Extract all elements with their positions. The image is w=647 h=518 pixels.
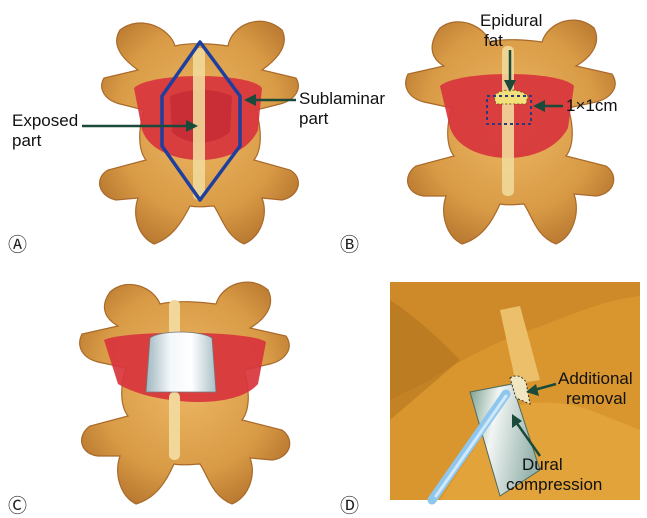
additional-label-line1: Additional — [558, 369, 633, 388]
sublaminar-label-line1: Sublaminar — [299, 89, 385, 108]
panel-d: Additional removal Dural compression Ⓓ — [340, 282, 640, 517]
dural-label-line2: compression — [506, 475, 602, 494]
sublaminar-label-line2: part — [299, 109, 329, 128]
panel-c: Ⓒ — [8, 282, 290, 517]
panel-d-marker: Ⓓ — [340, 495, 359, 517]
panel-a-marker: Ⓐ — [8, 234, 27, 256]
panel-c-marker: Ⓒ — [8, 495, 27, 517]
spinous-ligament-b — [502, 46, 514, 196]
spinous-ligament-a — [193, 48, 205, 200]
epidural-label-line1: Epidural — [480, 11, 542, 30]
panel-b: Epidural fat 1×1cm Ⓑ — [340, 11, 618, 256]
panel-a: Exposed part Sublaminar part Ⓐ — [8, 21, 385, 256]
epidural-label-line2: fat — [484, 31, 503, 50]
exposed-label-line2: part — [12, 131, 42, 150]
exposed-dura-c — [146, 332, 216, 392]
dural-label-line1: Dural — [522, 455, 563, 474]
panel-b-marker: Ⓑ — [340, 234, 359, 256]
spinous-ligament-c-lower — [169, 392, 180, 460]
additional-label-line2: removal — [566, 389, 626, 408]
size-label-1x1cm: 1×1cm — [566, 96, 618, 115]
exposed-label-line1: Exposed — [12, 111, 78, 130]
